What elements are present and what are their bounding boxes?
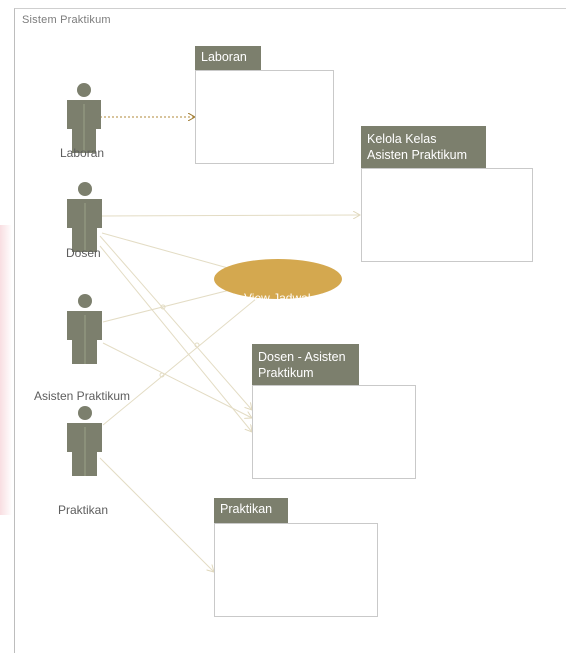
package-praktikan-body — [214, 523, 378, 617]
actor-laboran-label: Laboran — [60, 146, 105, 160]
actor-asisten-label: Asisten Praktikum — [34, 389, 131, 403]
connector-praktikan-to-praktikan-pkg — [99, 457, 214, 572]
connector-dosen-to-kelola — [101, 215, 360, 216]
package-dosen-asisten-tab: Dosen - Asisten Praktikum — [252, 344, 359, 386]
package-kelola-title-line2: Asisten Praktikum — [367, 148, 468, 162]
package-kelola-tab: Kelola Kelas Asisten Praktikum — [361, 126, 486, 169]
actor-praktikan-label: Praktikan — [58, 503, 109, 517]
package-kelola-body — [361, 168, 533, 262]
actor-dosen-label: Dosen — [66, 246, 101, 260]
package-dosen-asisten-title-line2: Praktikum — [258, 366, 314, 380]
package-kelola-title-line1: Kelola Kelas — [367, 132, 437, 146]
actor-laboran-icon — [67, 83, 101, 153]
connector-praktikan-to-view-jadwal — [102, 293, 263, 426]
side-mark — [0, 225, 12, 515]
connector-dosen-to-dosen-asisten-a — [99, 235, 252, 410]
connector-dosen-to-view-jadwal — [101, 232, 229, 269]
connector-asisten-to-view-jadwal — [102, 289, 231, 323]
junction-dot — [159, 372, 165, 378]
junction-dot — [194, 342, 200, 348]
use-case-view-jadwal-label: View Jadwal — [244, 291, 311, 300]
package-laboran-title: Laboran — [201, 50, 247, 64]
package-dosen-asisten-title-line1: Dosen - Asisten — [258, 350, 346, 364]
system-title: Sistem Praktikum — [22, 14, 111, 24]
system-boundary — [14, 8, 566, 653]
connector-asisten-to-dosen-asisten — [102, 342, 252, 418]
actor-asisten-icon — [67, 294, 102, 364]
junction-dot — [160, 304, 166, 310]
actor-praktikan-icon — [67, 406, 102, 476]
package-laboran-body — [195, 70, 334, 164]
use-case-view-jadwal[interactable] — [214, 259, 342, 299]
connector-dosen-to-dosen-asisten-b — [99, 245, 252, 432]
package-laboran-tab: Laboran — [195, 46, 261, 71]
package-praktikan-title: Praktikan — [220, 502, 273, 516]
package-dosen-asisten-body — [252, 385, 416, 479]
package-praktikan-tab: Praktikan — [214, 498, 288, 524]
actor-dosen-icon — [67, 182, 102, 252]
